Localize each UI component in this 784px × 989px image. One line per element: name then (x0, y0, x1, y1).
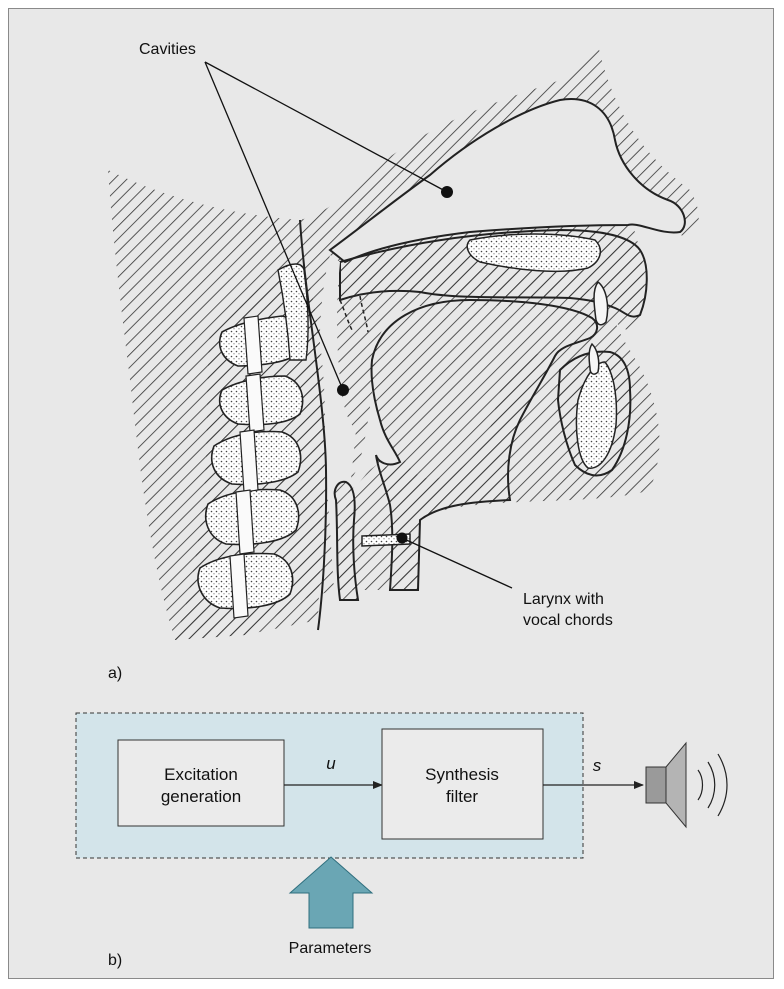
pharynx-cavity-marker (337, 384, 349, 396)
parameters-arrow (290, 857, 372, 928)
larynx-label-line2: vocal chords (523, 612, 613, 629)
synthesis-label-line1: Synthesis (425, 765, 499, 784)
synthesis-filter-block (382, 729, 543, 839)
excitation-label-line2: generation (161, 787, 241, 806)
cavities-label: Cavities (139, 41, 196, 58)
panel-a-label: a) (108, 665, 122, 682)
larynx-label-line1: Larynx with (523, 591, 604, 608)
loudspeaker-icon (646, 743, 727, 827)
signal-s-label: s (593, 756, 602, 775)
excitation-label-line1: Excitation (164, 765, 238, 784)
signal-u-label: u (326, 754, 336, 773)
parameters-label: Parameters (289, 940, 372, 957)
leader-line-nasal (205, 62, 447, 192)
nasal-cavity-marker (441, 186, 453, 198)
vocal-tract-illustration (108, 45, 699, 640)
panel-b-label: b) (108, 952, 122, 969)
block-diagram: Excitation generation u Synthesis filter… (76, 713, 727, 969)
synthesis-label-line2: filter (446, 787, 478, 806)
